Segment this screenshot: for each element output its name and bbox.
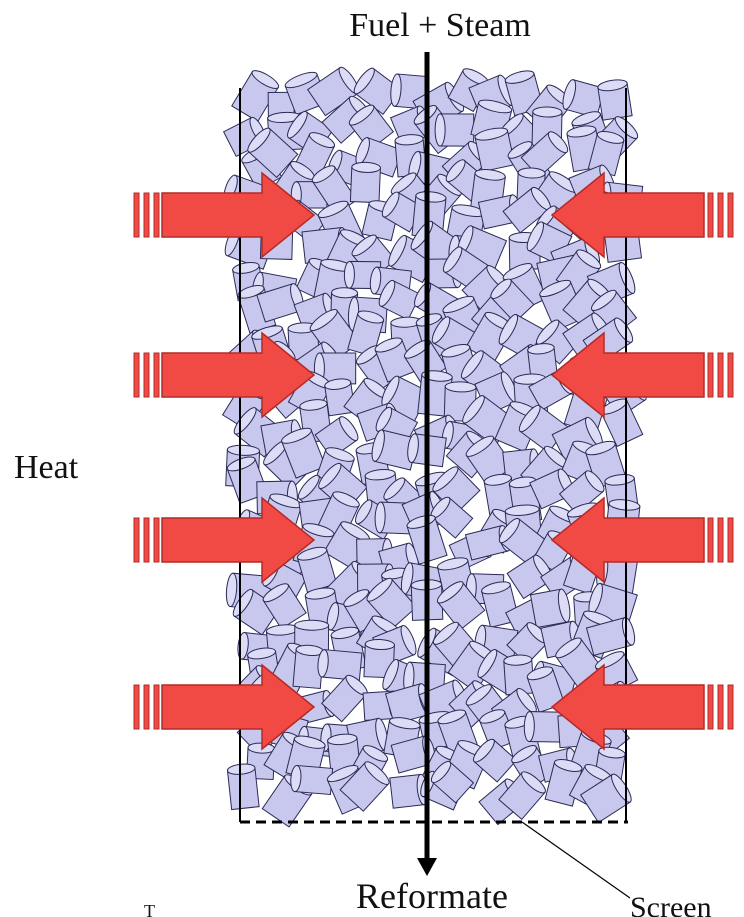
catalyst-pellet-icon bbox=[430, 760, 475, 804]
catalyst-pellet-icon bbox=[523, 711, 565, 743]
catalyst-pellet-icon bbox=[490, 278, 535, 324]
catalyst-pellet-icon bbox=[527, 343, 559, 382]
flow-arrow-icon bbox=[417, 858, 437, 876]
catalyst-pellet-icon bbox=[349, 161, 381, 204]
catalyst-pellet-icon bbox=[320, 674, 368, 723]
catalyst-pellet-icon bbox=[503, 654, 535, 696]
catalyst-pellet-icon bbox=[231, 70, 280, 123]
catalyst-pellet-icon bbox=[529, 468, 574, 510]
catalyst-pellet-icon bbox=[502, 186, 551, 234]
catalyst-pellet-icon bbox=[436, 581, 486, 631]
catalyst-pellet-icon bbox=[281, 427, 327, 479]
screen-label: Screen bbox=[630, 891, 712, 917]
catalyst-pellet-icon bbox=[474, 127, 516, 173]
catalyst-pellet-icon bbox=[247, 127, 299, 179]
catalyst-pellet-icon bbox=[600, 398, 644, 448]
catalyst-pellet-icon bbox=[374, 501, 412, 535]
inlet-label: Fuel + Steam bbox=[349, 7, 531, 44]
catalyst-pellet-icon bbox=[363, 638, 395, 679]
catalyst-pellet-icon bbox=[366, 577, 418, 630]
catalyst-pellet-icon bbox=[317, 649, 363, 682]
catalyst-pellet-icon bbox=[394, 134, 427, 178]
catalyst-pellet-icon bbox=[526, 666, 566, 713]
catalyst-pellet-icon bbox=[226, 763, 260, 811]
heat-arrow-icon bbox=[550, 171, 734, 259]
footnote-mark: T bbox=[144, 901, 155, 917]
catalyst-pellet-icon bbox=[339, 761, 390, 812]
catalyst-pellet-icon bbox=[378, 279, 422, 321]
heat-label: Heat bbox=[14, 449, 79, 486]
heat-arrow-icon bbox=[133, 496, 316, 584]
catalyst-pellet-icon bbox=[597, 79, 633, 121]
heat-arrow-icon bbox=[550, 663, 734, 751]
catalyst-pellet-icon bbox=[472, 738, 518, 783]
heat-arrow-icon bbox=[133, 663, 316, 751]
catalyst-pellet-icon bbox=[348, 104, 395, 151]
heat-arrow-icon bbox=[550, 496, 734, 584]
outlet-label: Reformate bbox=[356, 876, 508, 916]
heat-arrow-icon bbox=[550, 331, 734, 419]
catalyst-pellet-icon bbox=[558, 470, 605, 515]
catalyst-pellet-icon bbox=[529, 588, 571, 629]
heat-arrow-icon bbox=[133, 171, 316, 259]
catalyst-pellet-icon bbox=[292, 644, 324, 690]
catalyst-pellet-icon bbox=[371, 429, 419, 471]
catalyst-pellet-icon bbox=[374, 337, 416, 383]
screen-leader-line bbox=[521, 821, 631, 899]
catalyst-pellet-icon bbox=[314, 416, 359, 459]
catalyst-pellet-icon bbox=[520, 131, 569, 178]
catalyst-pellet-icon bbox=[296, 546, 338, 593]
heat-arrows bbox=[133, 171, 734, 751]
catalyst-pellet-icon bbox=[434, 113, 475, 147]
catalyst-pellet-icon bbox=[483, 473, 518, 516]
catalyst-pellet-icon bbox=[498, 771, 546, 821]
heat-arrow-icon bbox=[133, 331, 316, 419]
catalyst-pellet-icon bbox=[262, 583, 307, 630]
catalyst-pellet-icon bbox=[465, 435, 515, 486]
catalyst-pellet-icon bbox=[290, 764, 334, 796]
